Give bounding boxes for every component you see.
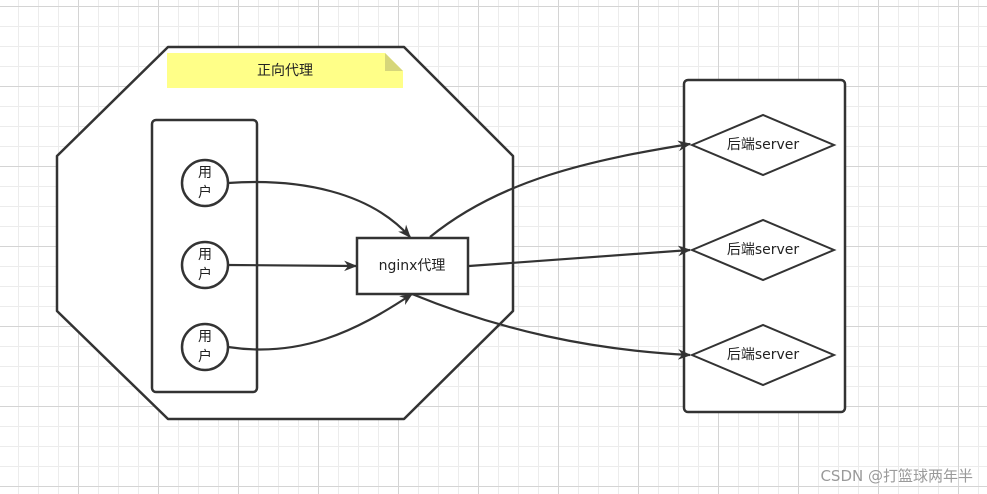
user-node-1-label-top: 用 bbox=[198, 165, 212, 181]
server-node-2-label: 后端server bbox=[727, 242, 800, 258]
edge-nginx-to-server-1 bbox=[429, 140, 692, 238]
server-node-3-label: 后端server bbox=[727, 347, 800, 363]
csdn-watermark: CSDN @打篮球两年半 bbox=[820, 467, 973, 485]
note-forward-proxy: 正向代理 bbox=[167, 53, 403, 88]
nginx-proxy-label: nginx代理 bbox=[379, 258, 446, 274]
edge-user-3-to-nginx bbox=[227, 293, 414, 351]
user-node-3-label-bottom: 户 bbox=[198, 348, 212, 365]
edge-nginx-to-server-2 bbox=[468, 245, 692, 268]
nginx-proxy-node: nginx代理 bbox=[355, 236, 470, 296]
user-node-1: 用 户 bbox=[180, 158, 230, 208]
server-node-2: 后端server bbox=[689, 218, 837, 282]
user-node-2-label-top: 用 bbox=[198, 247, 212, 263]
server-node-1: 后端server bbox=[689, 113, 837, 177]
edge-nginx-to-server-3 bbox=[411, 292, 692, 360]
server-node-1-label: 后端server bbox=[727, 137, 800, 153]
note-forward-proxy-label: 正向代理 bbox=[257, 63, 313, 79]
proxy-zone-octagon bbox=[55, 45, 515, 421]
user-node-2-label-bottom: 户 bbox=[198, 266, 212, 283]
user-node-3-label-top: 用 bbox=[198, 329, 212, 345]
edge-user-2-to-nginx bbox=[227, 260, 358, 272]
edge-user-1-to-nginx bbox=[227, 180, 411, 238]
user-node-3: 用 户 bbox=[180, 322, 230, 372]
server-node-3: 后端server bbox=[689, 323, 837, 387]
user-node-2: 用 户 bbox=[180, 240, 230, 290]
user-node-1-label-bottom: 户 bbox=[198, 184, 212, 201]
